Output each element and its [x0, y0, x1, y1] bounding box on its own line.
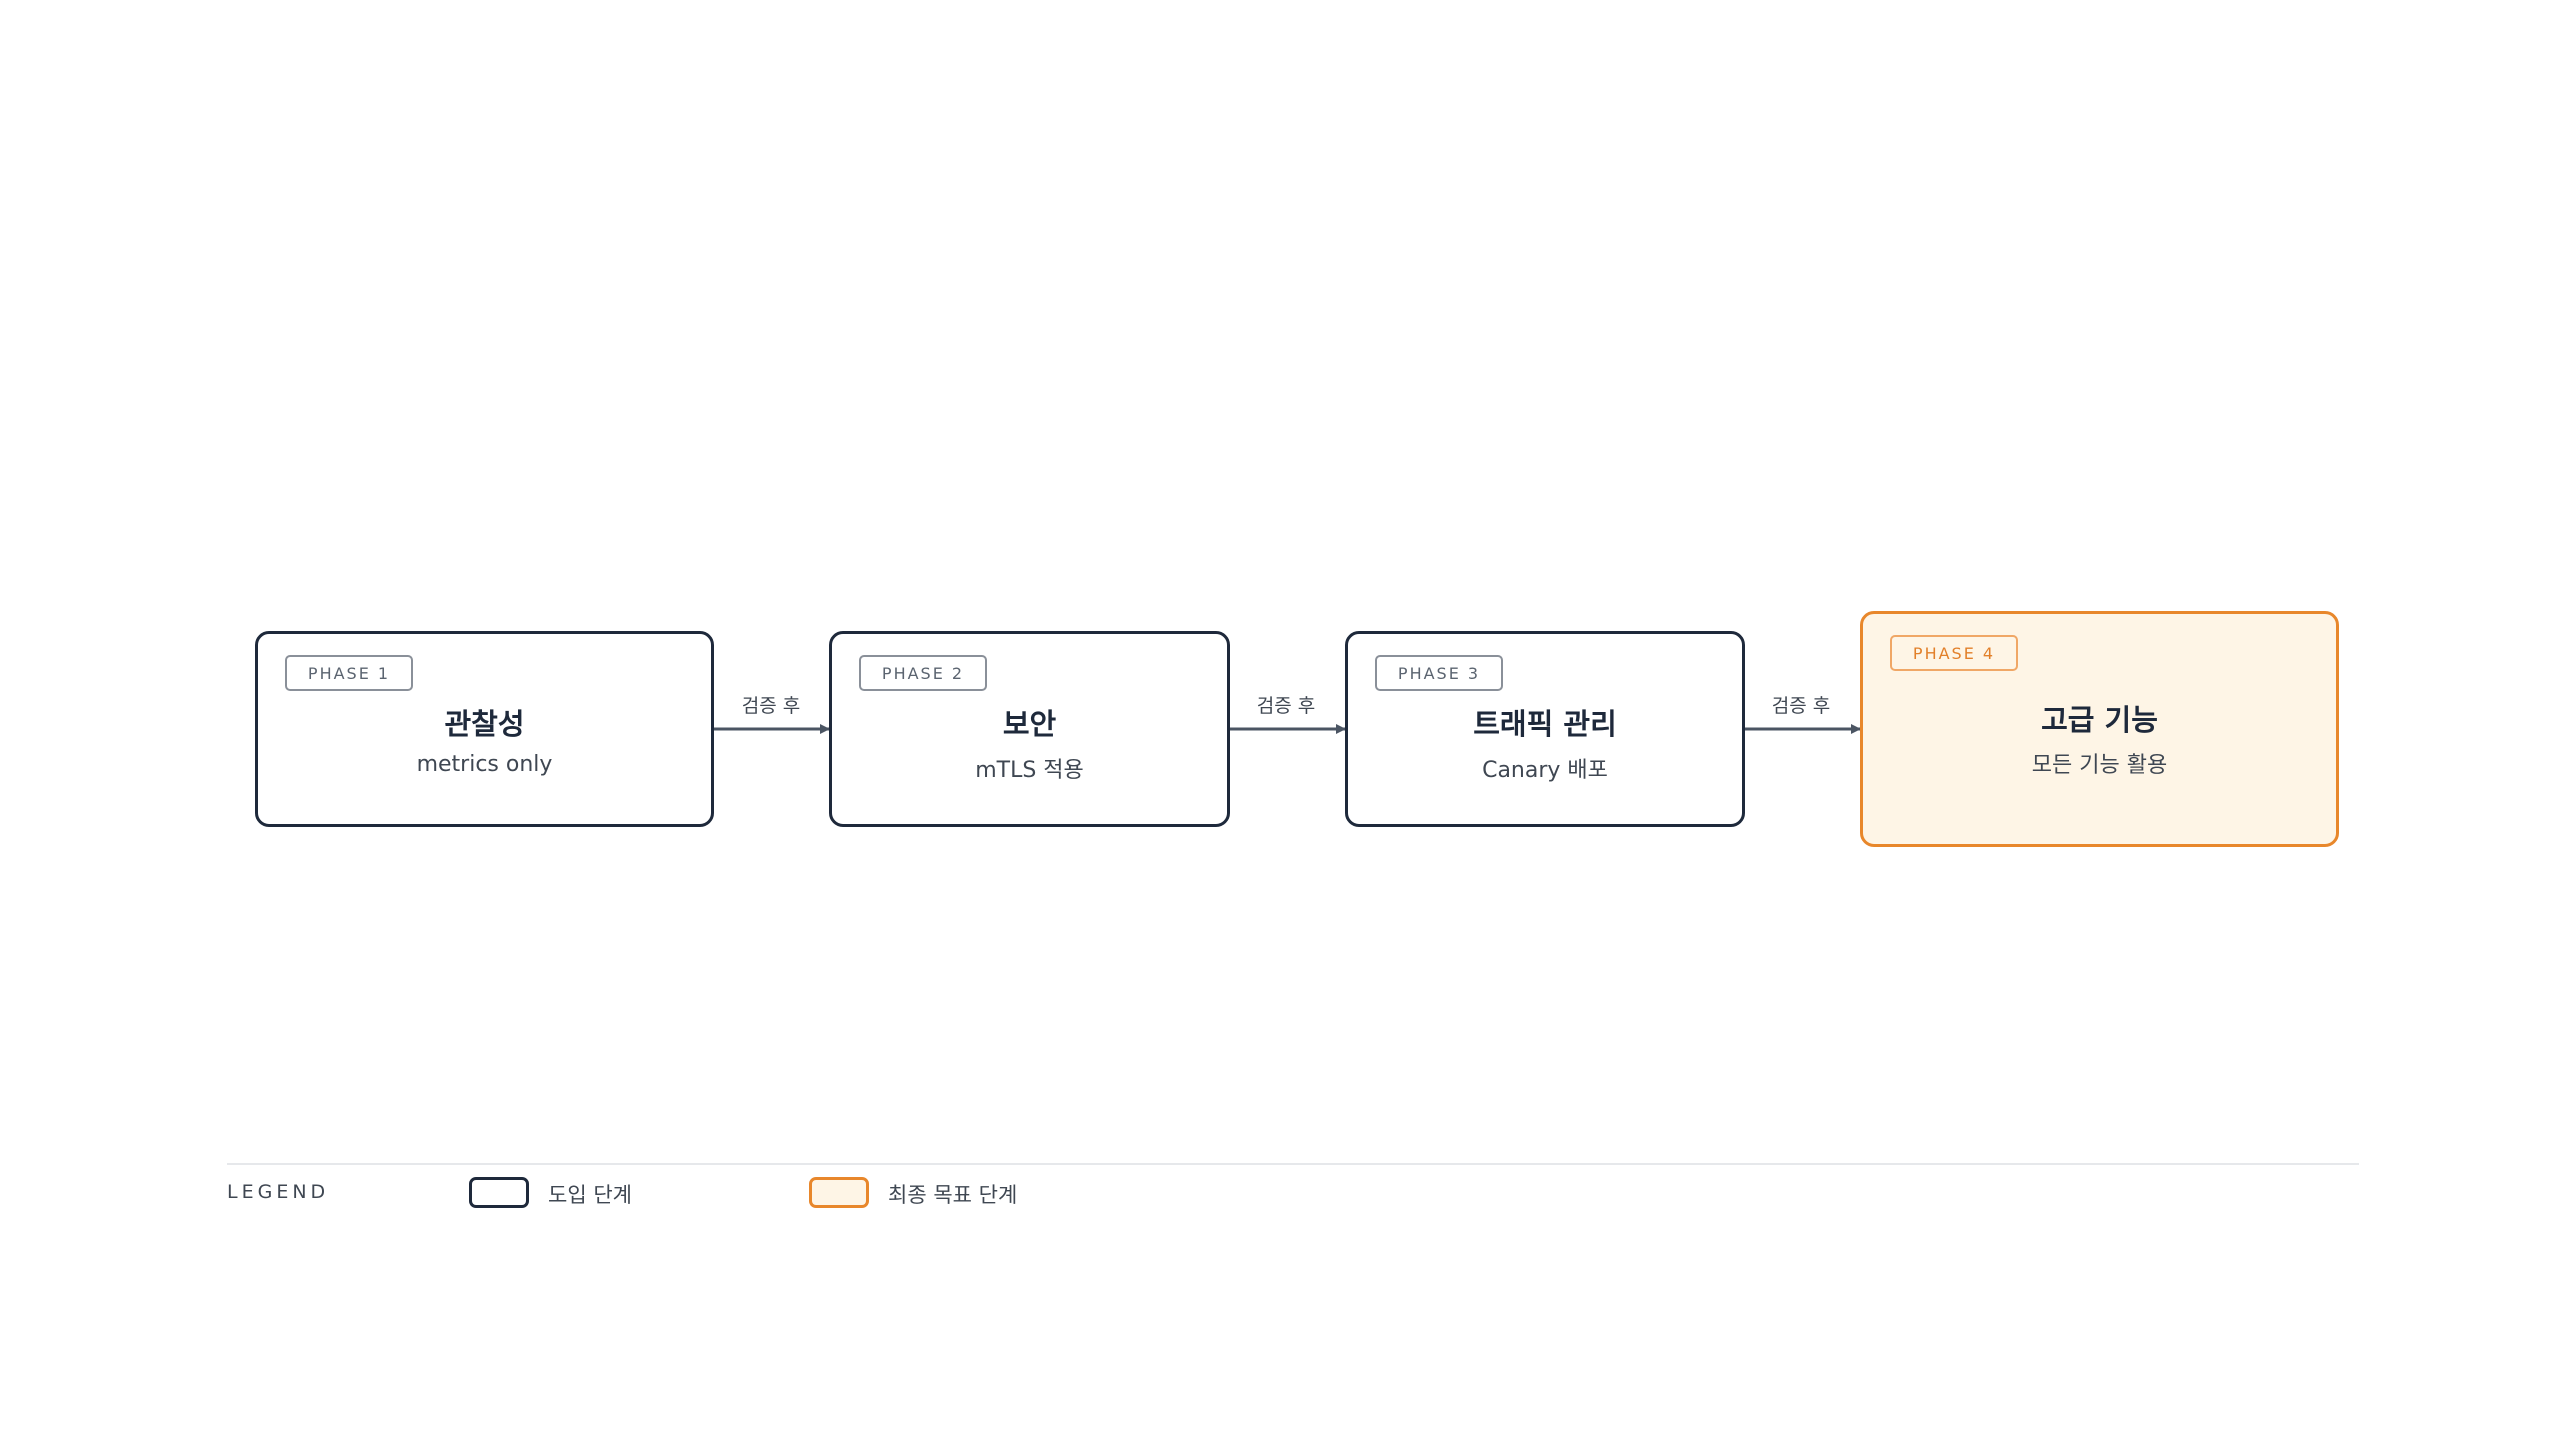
phase-subtitle: metrics only [416, 752, 553, 777]
phase-title: 트래픽 관리 [1473, 707, 1617, 741]
phase-tag: PHASE 1 [285, 655, 413, 691]
phase-node-2: PHASE 2 보안 mTLS 적용 [829, 631, 1230, 827]
phase-subtitle: mTLS 적용 [975, 758, 1084, 783]
edge-label-2-3: 검증 후 [1256, 695, 1316, 717]
edge-label-3-4: 검증 후 [1771, 695, 1831, 717]
phase-subtitle: Canary 배포 [1482, 758, 1608, 783]
phase-title: 고급 기능 [2041, 703, 2158, 737]
phase-subtitle: 모든 기능 활용 [2031, 753, 2168, 778]
edge-label-1-2: 검증 후 [741, 695, 801, 717]
legend-label-phase: 도입 단계 [548, 1183, 632, 1207]
phase-tag: PHASE 3 [1375, 655, 1503, 691]
legend-divider [227, 1163, 2359, 1165]
phase-node-3: PHASE 3 트래픽 관리 Canary 배포 [1345, 631, 1745, 827]
phase-tag: PHASE 4 [1890, 635, 2018, 671]
legend-label-final: 최종 목표 단계 [888, 1183, 1018, 1207]
phase-title: 보안 [1002, 707, 1057, 741]
phase-tag: PHASE 2 [859, 655, 987, 691]
phase-title: 관찰성 [444, 707, 525, 741]
legend-title: LEGEND [227, 1181, 330, 1203]
legend-swatch-phase [469, 1177, 529, 1208]
legend-swatch-final [809, 1177, 869, 1208]
phase-node-4: PHASE 4 고급 기능 모든 기능 활용 [1860, 611, 2339, 847]
phase-node-1: PHASE 1 관찰성 metrics only [255, 631, 714, 827]
